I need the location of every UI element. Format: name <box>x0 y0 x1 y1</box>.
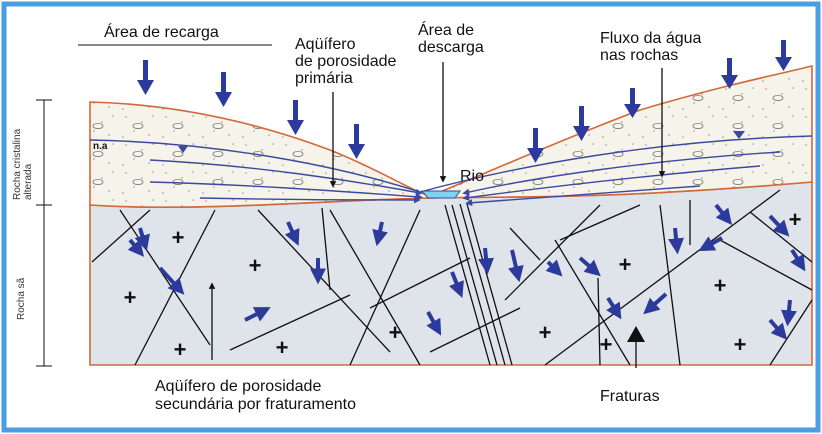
flow-lines <box>149 151 781 207</box>
pointer-lines <box>208 62 666 368</box>
rock-plus-signs: + + + + + + + + + + + + <box>124 207 802 362</box>
sound-rock-label: Rocha sã <box>16 277 27 320</box>
layer-scale <box>36 99 52 367</box>
fractures-label: Fraturas <box>600 388 660 405</box>
recharge-arrows <box>137 40 792 163</box>
rock-flow-arrows <box>127 203 806 340</box>
down-arrow <box>775 40 792 71</box>
river-label: Rio <box>460 168 485 185</box>
svg-text:+: + <box>734 332 747 357</box>
svg-text:+: + <box>174 337 187 362</box>
water-table-label: n.a <box>93 141 108 152</box>
svg-text:+: + <box>619 252 632 277</box>
fracture-pointer <box>627 326 645 342</box>
svg-text:+: + <box>276 335 289 360</box>
svg-text:+: + <box>249 253 262 278</box>
svg-text:+: + <box>172 225 185 250</box>
down-arrow <box>721 58 738 89</box>
svg-text:+: + <box>539 320 552 345</box>
down-arrow <box>527 128 544 163</box>
svg-text:+: + <box>124 285 137 310</box>
svg-text:+: + <box>789 207 802 232</box>
down-arrow <box>624 88 641 118</box>
down-arrow <box>573 106 590 141</box>
river <box>420 190 461 199</box>
fractures <box>91 189 813 366</box>
weathered-rock-label: Rocha cristalina alterada <box>12 128 34 200</box>
rock-flow-label: Fluxo da água nas rochas <box>600 30 702 64</box>
recharge-area-label: Área de recarga <box>104 24 219 41</box>
down-arrow <box>215 72 232 107</box>
discharge-area-label: Área de descarga <box>418 22 484 56</box>
primary-aquifer-label: Aqüífero de porosidade primária <box>295 36 397 87</box>
svg-text:+: + <box>600 332 613 357</box>
svg-text:+: + <box>389 320 402 345</box>
water-table-marker <box>733 131 745 139</box>
down-arrow <box>137 60 154 95</box>
down-arrow <box>287 100 304 135</box>
water-table-marker <box>178 146 188 153</box>
down-arrow <box>348 124 365 159</box>
svg-text:+: + <box>714 273 727 298</box>
secondary-aquifer-label: Aqüífero de porosidade secundária por fr… <box>155 378 356 413</box>
